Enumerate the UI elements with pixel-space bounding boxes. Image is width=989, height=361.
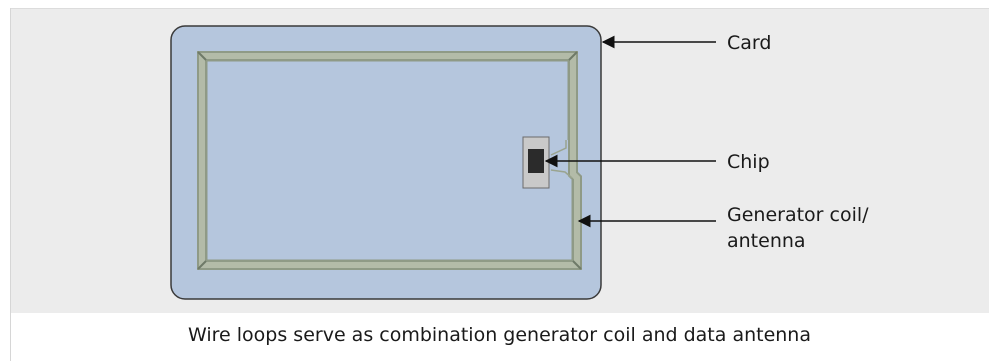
coil-label-line1: Generator coil/: [727, 204, 869, 226]
card-label: Card: [727, 32, 772, 54]
generator-coil-antenna: [197, 51, 582, 270]
left-border: [10, 8, 11, 361]
coil-label: Generator coil/ antenna: [727, 202, 869, 254]
figure-caption: Wire loops serve as combination generato…: [188, 324, 811, 346]
chip-die: [528, 149, 544, 173]
card-body: [170, 25, 602, 300]
coil-label-line2: antenna: [727, 230, 806, 252]
chip-label: Chip: [727, 151, 770, 173]
